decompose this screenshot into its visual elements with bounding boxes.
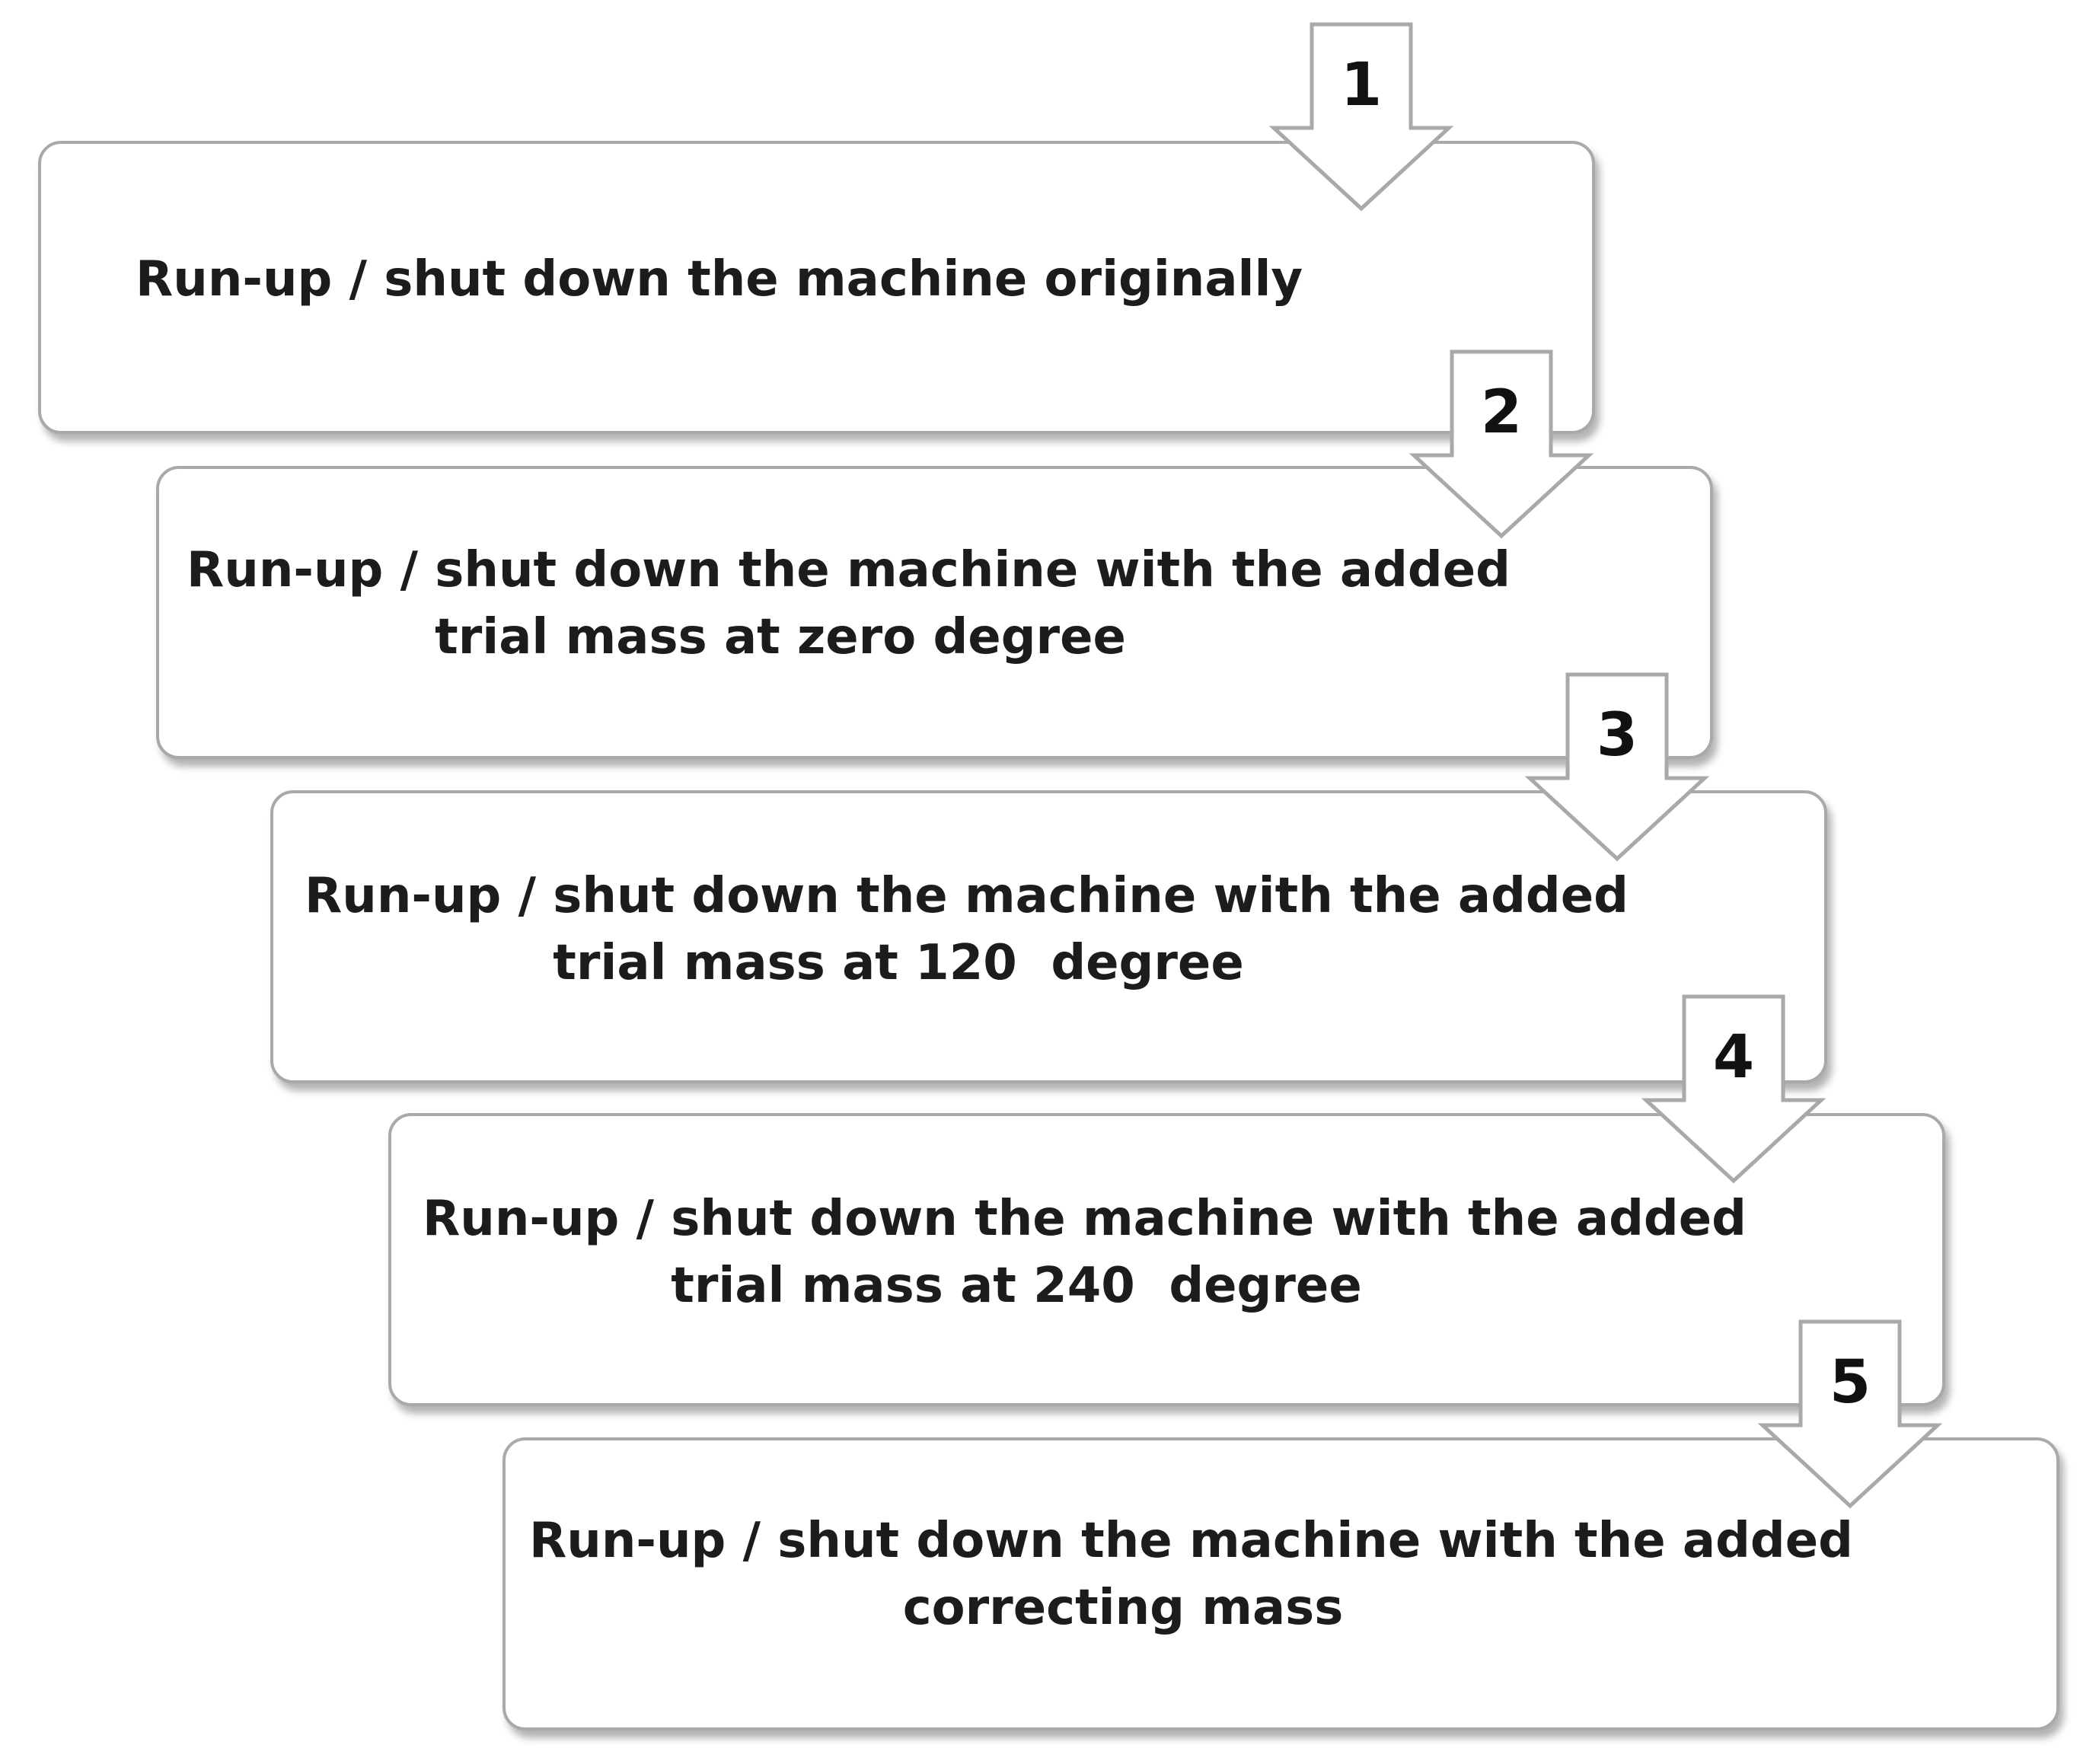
step-2-line-2: trial mass at zero degree [435, 609, 1126, 665]
step-4-arrow-icon: 4 [1641, 994, 1826, 1184]
step-4-number: 4 [1713, 1023, 1754, 1092]
step-3-number: 3 [1597, 701, 1638, 770]
step-1-line-1: Run-up / shut down the machine originall… [136, 251, 1303, 308]
step-3-arrow-icon: 3 [1524, 671, 1710, 862]
step-4-line-2: trial mass at 240 degree [671, 1258, 1362, 1314]
step-3-line-1: Run-up / shut down the machine with the … [305, 868, 1629, 924]
step-1-text: Run-up / shut down the machine originall… [136, 246, 1303, 313]
step-3-box [270, 790, 1827, 1083]
step-5-arrow-icon: 5 [1757, 1319, 1943, 1509]
step-3-line-2: trial mass at 120 degree [553, 935, 1244, 991]
step-4-line-1: Run-up / shut down the machine with the … [423, 1191, 1747, 1247]
step-5-line-1: Run-up / shut down the machine with the … [529, 1513, 1853, 1569]
step-2-line-1: Run-up / shut down the machine with the … [187, 542, 1511, 598]
step-5-number: 5 [1830, 1348, 1871, 1417]
step-1-number: 1 [1341, 51, 1382, 120]
step-2-arrow-icon: 2 [1408, 349, 1594, 539]
step-2-number: 2 [1481, 378, 1522, 447]
step-4-box [388, 1113, 1945, 1406]
step-5-text: Run-up / shut down the machine with the … [529, 1507, 1853, 1641]
step-1-box [38, 141, 1595, 434]
step-2-text: Run-up / shut down the machine with the … [187, 537, 1511, 671]
step-4-text: Run-up / shut down the machine with the … [423, 1185, 1747, 1319]
step-5-line-2: correcting mass [902, 1580, 1344, 1636]
step-1-arrow-icon: 1 [1268, 21, 1454, 212]
step-2-box [156, 466, 1713, 759]
step-5-box [502, 1437, 2059, 1731]
step-3-text: Run-up / shut down the machine with the … [305, 863, 1629, 997]
